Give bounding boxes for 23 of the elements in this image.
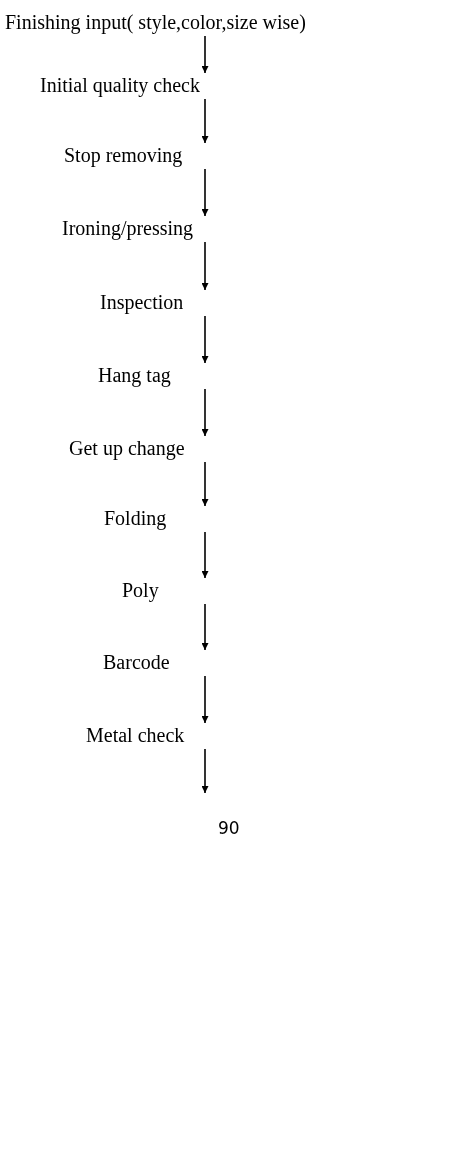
arrow xyxy=(201,748,209,794)
arrow xyxy=(201,98,209,144)
step-label: Ironing/pressing xyxy=(62,217,194,239)
arrow xyxy=(201,461,209,507)
arrow xyxy=(201,675,209,724)
arrow xyxy=(201,241,209,291)
arrow xyxy=(201,315,209,364)
step-label: Initial quality check xyxy=(40,74,200,96)
arrow xyxy=(201,531,209,579)
step-label: Hang tag xyxy=(98,364,171,386)
arrow xyxy=(201,603,209,651)
step-label: Barcode xyxy=(103,651,170,673)
page-number: 90 xyxy=(218,818,240,838)
step-label: Stop removing xyxy=(64,144,183,166)
arrow xyxy=(201,35,209,74)
step-label: Folding xyxy=(104,507,167,529)
arrow xyxy=(201,388,209,437)
step-label: Inspection xyxy=(100,291,184,313)
step-label: Finishing input( style,color,size wise) xyxy=(5,11,306,33)
arrow xyxy=(201,168,209,217)
step-label: Poly xyxy=(122,579,159,601)
step-label: Metal check xyxy=(86,724,185,746)
step-label: Get up change xyxy=(69,437,185,459)
